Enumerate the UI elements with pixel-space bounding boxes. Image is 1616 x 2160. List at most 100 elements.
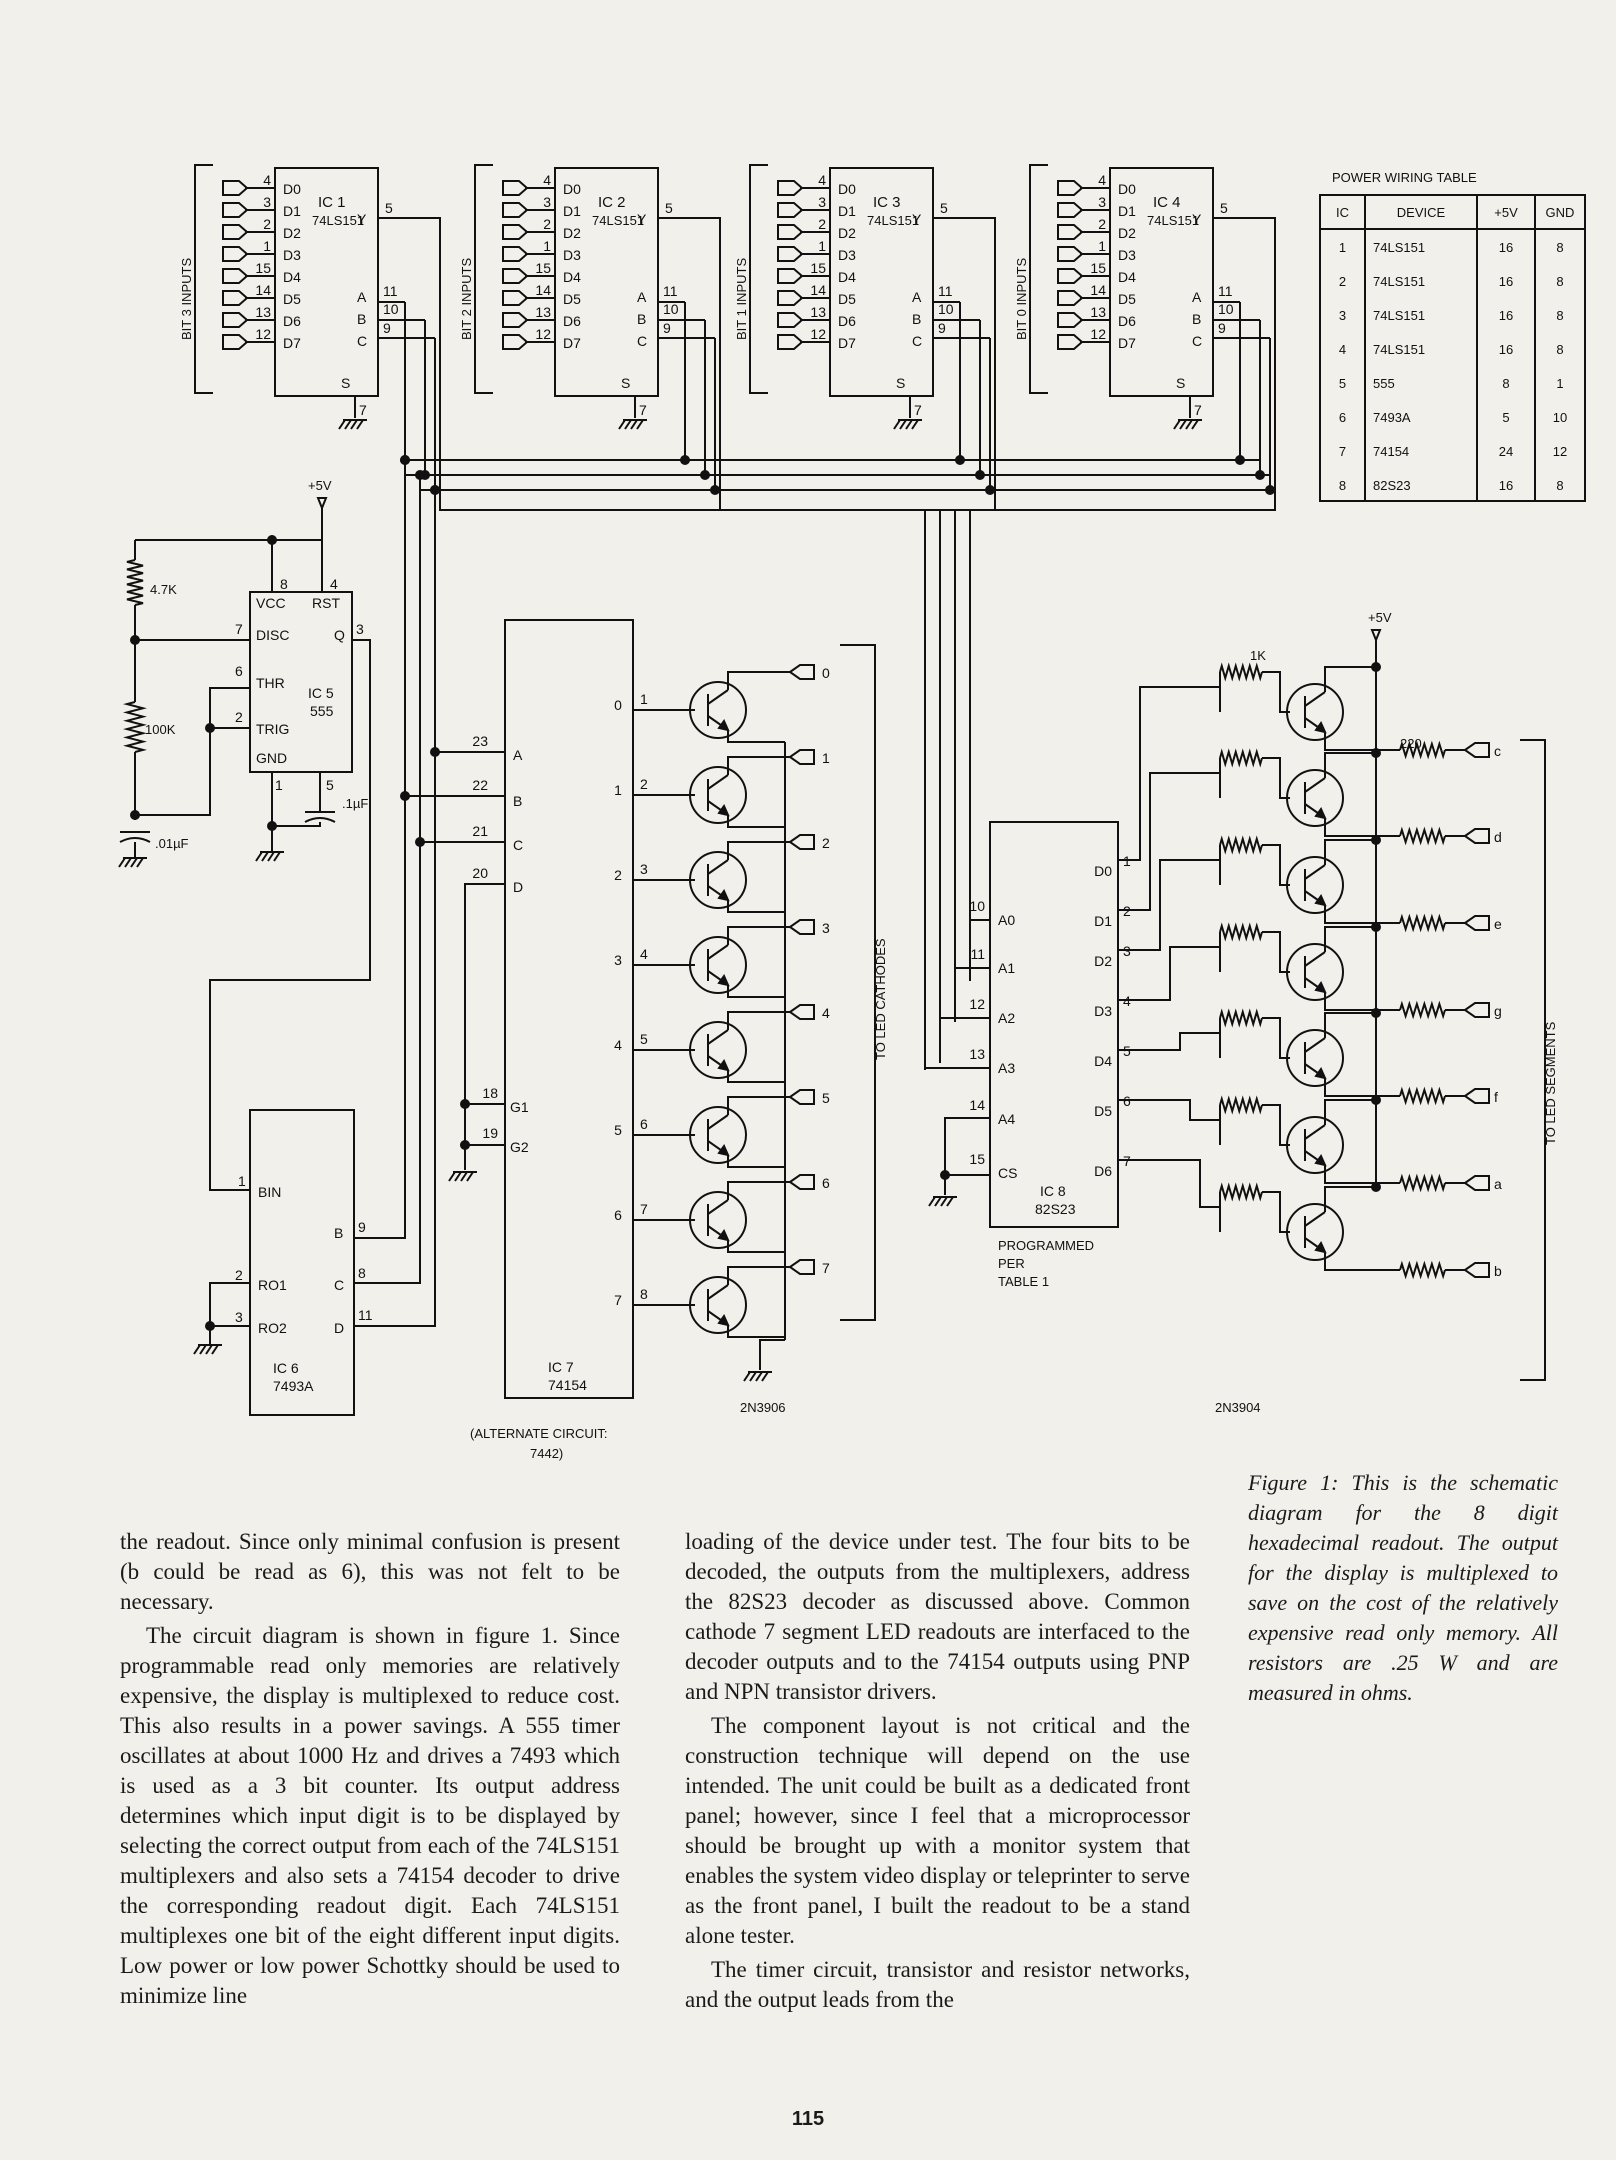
table-cell: 24 — [1499, 444, 1513, 459]
ic6-bin-label: BIN — [258, 1184, 281, 1200]
mux-pin-number: 14 — [810, 282, 826, 298]
npn-base-wire — [1262, 757, 1290, 799]
ic7-pin-number: 21 — [472, 823, 488, 839]
mux-pin-number: 5 — [665, 200, 673, 216]
input-bracket — [749, 164, 768, 394]
cathode-bracket — [840, 644, 876, 1321]
ground-hatch — [1179, 419, 1187, 430]
mux-input-label: D4 — [838, 269, 856, 285]
input-connector — [777, 268, 804, 284]
mux-pin-number: 15 — [1090, 260, 1106, 276]
pnp-transistor — [689, 1021, 747, 1079]
emitter-arrow — [717, 1143, 730, 1157]
transistor-body — [689, 766, 747, 824]
input-connector — [1057, 312, 1084, 328]
counter-c-wire — [354, 475, 421, 1284]
table-cell: 8 — [1556, 478, 1563, 493]
ground-hatch — [448, 1171, 456, 1182]
cathode-label: 5 — [822, 1090, 830, 1106]
input-connector — [1057, 202, 1084, 218]
mux-pin-number: 1 — [818, 238, 826, 254]
ground-hatch — [273, 851, 281, 862]
emitter-arrow — [1314, 1153, 1327, 1167]
resistor — [1219, 922, 1263, 942]
input-connector — [502, 224, 529, 240]
resistor — [1399, 1260, 1446, 1280]
mux-input-label: D3 — [1118, 247, 1136, 263]
segment-bracket — [1520, 739, 1546, 1381]
ic8-name: IC 8 — [1040, 1183, 1066, 1199]
npn-collector-wire — [1324, 926, 1376, 952]
pnp-emitter-wire — [727, 1070, 785, 1083]
npn-base-wire — [1262, 1191, 1290, 1233]
ic7-g1-label: G1 — [510, 1099, 529, 1115]
input-connector — [222, 268, 249, 284]
input-connector — [222, 202, 249, 218]
capacitor-label: .01µF — [155, 836, 189, 851]
output-connector — [1463, 1088, 1490, 1104]
table-cell: 4 — [1339, 342, 1346, 357]
mux-input-label: D2 — [1118, 225, 1136, 241]
table-header-cell: DEVICE — [1397, 205, 1446, 220]
pnp-emitter-wire — [727, 815, 785, 828]
ground-hatch — [749, 1371, 757, 1382]
ground-hatch — [899, 419, 907, 430]
table-cell: 8 — [1556, 308, 1563, 323]
input-connector — [1057, 268, 1084, 284]
input-bracket — [194, 164, 213, 394]
ground-hatch — [630, 419, 638, 430]
cathode-label: 0 — [822, 665, 830, 681]
segment-label: c — [1494, 743, 1501, 759]
mux-pin-number: 9 — [1218, 320, 1226, 336]
table-cell: 1 — [1339, 240, 1346, 255]
ground-hatch — [350, 419, 358, 430]
table-cell: 74154 — [1373, 444, 1409, 459]
segment-label: e — [1494, 916, 1502, 932]
table-cell: 8 — [1502, 376, 1509, 391]
ic6-pin-number: 8 — [358, 1265, 366, 1281]
cathode-label: 3 — [822, 920, 830, 936]
junction-dot — [400, 791, 410, 801]
table-cell: 3 — [1339, 308, 1346, 323]
ground-hatch — [199, 1344, 207, 1355]
input-connector — [502, 334, 529, 350]
npn-base-wire — [1262, 1017, 1290, 1059]
ic7-pin-number: 18 — [482, 1085, 498, 1101]
table-cell: 8 — [1556, 274, 1563, 289]
emitter-arrow — [1314, 1240, 1327, 1254]
mux-pin-number: 4 — [543, 172, 551, 188]
wire — [135, 728, 211, 816]
vcc-arrow — [1370, 629, 1382, 643]
mux-pin-number: 15 — [255, 260, 271, 276]
paragraph: The circuit diagram is shown in figure 1… — [120, 1623, 620, 2008]
mux-input-label: D4 — [1118, 269, 1136, 285]
resistor — [1219, 835, 1263, 855]
transistor-collector — [707, 1029, 729, 1045]
table-cell: 16 — [1499, 240, 1513, 255]
mux-pin-number: 3 — [818, 194, 826, 210]
ic7-pin-number: 20 — [472, 865, 488, 881]
mux-input-label: D5 — [563, 291, 581, 307]
emitter-arrow — [717, 803, 730, 817]
pnp-emitter-wire — [727, 985, 785, 998]
paragraph: The component layout is not critical and… — [685, 1713, 1190, 1948]
mux-pin-number: 4 — [818, 172, 826, 188]
mux-input-label: D4 — [563, 269, 581, 285]
ground-hatch — [466, 1171, 474, 1182]
capacitor-plate — [304, 817, 336, 823]
output-connector — [1463, 915, 1490, 931]
npn-input-wire — [1118, 946, 1221, 1001]
npn-base-wire — [1262, 671, 1290, 713]
ic7-b-label: B — [513, 793, 522, 809]
pnp-collector-wire — [727, 1181, 790, 1200]
input-connector — [222, 180, 249, 196]
mux-pin-number: 1 — [1098, 238, 1106, 254]
npn-part-label: 2N3904 — [1215, 1400, 1261, 1415]
transistor-collector — [707, 859, 729, 875]
mux-pin-number: 10 — [1218, 301, 1234, 317]
ground-symbol — [928, 1196, 957, 1207]
mux-input-label: D1 — [1118, 203, 1136, 219]
pnp-collector-wire — [727, 756, 790, 775]
emitter-arrow — [1314, 893, 1327, 907]
table-cell: 555 — [1373, 376, 1395, 391]
